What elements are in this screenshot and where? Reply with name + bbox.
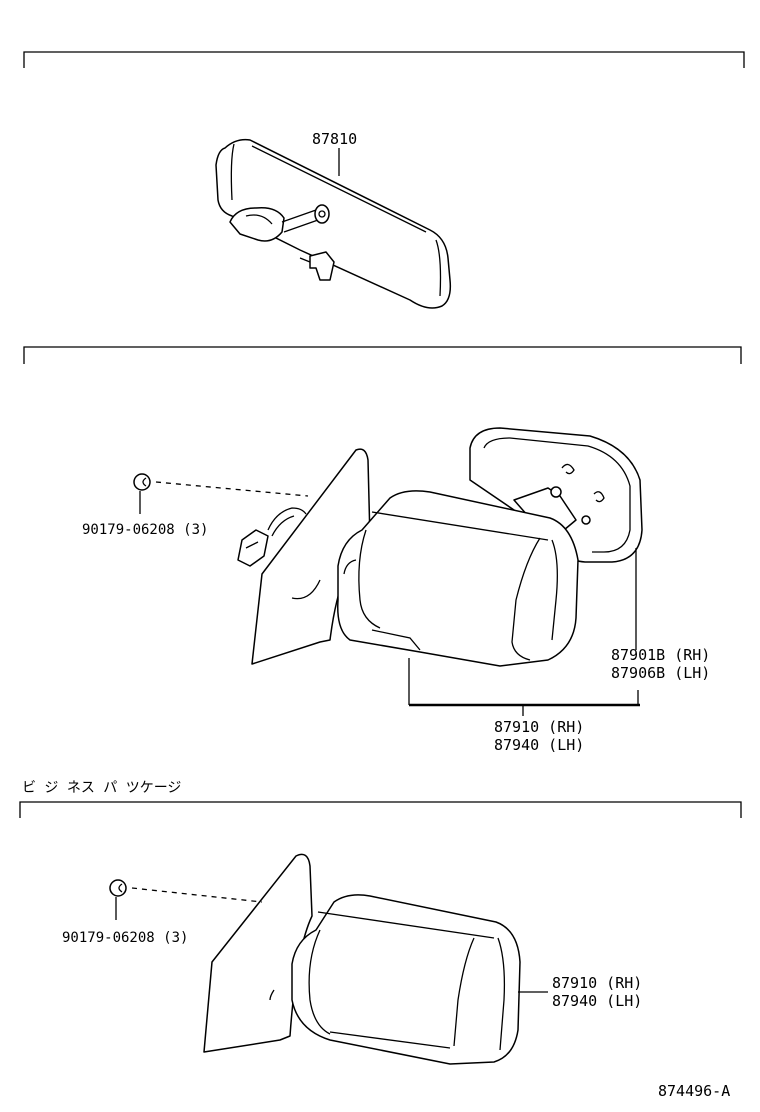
- outer-mirror-business-package: [203, 853, 521, 1065]
- part-label-87901B: 87901B (RH): [611, 646, 710, 664]
- section-heading-business-package: ビ ジ ネス パ ツケージ: [22, 780, 181, 796]
- part-label-87910-lower: 87910 (RH): [552, 974, 642, 992]
- bolt-90179-06208-upper: [133, 473, 151, 514]
- outer-mirror-assembly: [237, 448, 579, 667]
- section-1-frame: [23, 51, 745, 68]
- bolt-90179-06208-lower: [109, 879, 127, 920]
- figure-code: 874496-A: [658, 1082, 730, 1100]
- inside-rearview-mirror: [215, 138, 452, 309]
- part-label-87810: 87810: [312, 130, 357, 148]
- part-label-87910-upper: 87910 (RH): [494, 718, 584, 736]
- part-label-bolt-lower: 90179-06208 (3): [62, 930, 188, 946]
- part-label-87940-lower: 87940 (LH): [552, 992, 642, 1010]
- part-label-87940-upper: 87940 (LH): [494, 736, 584, 754]
- part-label-bolt-upper: 90179-06208 (3): [82, 522, 208, 538]
- section-3-frame: [19, 801, 742, 818]
- section-2-frame: [23, 346, 742, 364]
- mirror-glass: [469, 427, 643, 563]
- leader-87910-upper: [408, 658, 640, 716]
- dashed-leader-upper: [155, 481, 309, 497]
- part-label-87906B: 87906B (LH): [611, 664, 710, 682]
- dashed-leader-lower: [131, 887, 263, 903]
